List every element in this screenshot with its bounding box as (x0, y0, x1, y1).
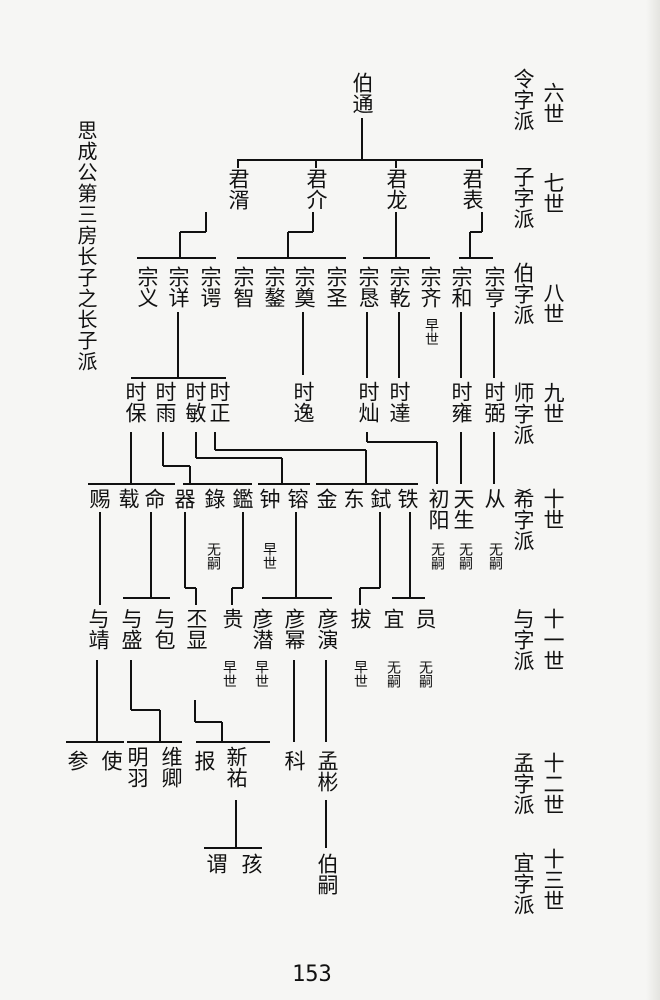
person-name: 与包 (152, 608, 176, 650)
person-name: 钟 (257, 488, 281, 509)
lineage-title: 思成公第三房长子之长子派 (74, 120, 98, 372)
person-name: 科 (282, 750, 306, 771)
person-name: 天生 (451, 488, 475, 530)
person-name: 宗智 (231, 266, 255, 308)
gen-label: 八世 (541, 282, 565, 324)
pai-label: 希字派 (511, 488, 535, 551)
gen-label: 十三世 (541, 848, 565, 911)
person-name: 宗谔 (198, 266, 222, 308)
person-name: 宗鏊 (262, 266, 286, 308)
pai-label: 孟字派 (511, 752, 535, 815)
person-name: 伯嗣 (315, 853, 339, 895)
person-name: 孟彬 (315, 750, 339, 792)
person-name: 时保 (123, 381, 147, 423)
person-name: 宗恳 (356, 266, 380, 308)
status-note: 无嗣 (487, 542, 503, 570)
status-note: 无嗣 (205, 542, 221, 570)
person-name: 新祐 (224, 746, 248, 788)
person-name: 贵 (220, 608, 244, 629)
person-name: 錄 (202, 488, 226, 509)
person-name: 东 (341, 488, 365, 509)
person-name: 伯通 (350, 72, 374, 114)
person-name: 君介 (304, 168, 328, 210)
person-name: 宗和 (449, 266, 473, 308)
person-name: 宗亨 (482, 266, 506, 308)
person-name: 宗圣 (324, 266, 348, 308)
status-note: 无嗣 (429, 542, 445, 570)
person-name: 彦潜 (250, 608, 274, 650)
person-name: 君龙 (384, 168, 408, 210)
person-name: 明羽 (125, 746, 149, 788)
person-name: 拔 (348, 608, 372, 629)
person-name: 时雨 (153, 381, 177, 423)
gen-label: 六世 (541, 82, 565, 124)
person-name: 鑑 (230, 488, 254, 509)
status-note: 无嗣 (385, 660, 401, 688)
status-note: 早世 (253, 660, 269, 688)
person-name: 时正 (207, 381, 231, 423)
status-note: 早世 (352, 660, 368, 688)
person-name: 宗齐 (418, 266, 442, 308)
person-name: 时逸 (291, 381, 315, 423)
person-name: 宜 (381, 608, 405, 629)
person-name: 铁 (395, 488, 419, 509)
person-name: 赐 (87, 488, 111, 509)
person-name: 丕显 (184, 608, 208, 650)
pai-label: 令字派 (511, 68, 535, 131)
person-name: 器 (172, 488, 196, 509)
person-name: 从 (482, 488, 506, 509)
gen-label: 九世 (541, 382, 565, 424)
person-name: 时敏 (183, 381, 207, 423)
person-name: 宗奠 (292, 266, 316, 308)
person-name: 报 (192, 750, 216, 771)
gen-label: 十二世 (541, 752, 565, 815)
page-number: 153 (292, 962, 332, 987)
person-name: 宗乾 (387, 266, 411, 308)
pai-label: 伯字派 (511, 262, 535, 325)
person-name: 时達 (387, 381, 411, 423)
page-edge-shadow (646, 0, 660, 1000)
pai-label: 师字派 (511, 382, 535, 445)
status-note: 无嗣 (417, 660, 433, 688)
person-name: 时弼 (482, 381, 506, 423)
person-name: 与靖 (86, 608, 110, 650)
person-name: 谓 (204, 853, 228, 874)
person-name: 彦幂 (282, 608, 306, 650)
gen-label: 七世 (541, 172, 565, 214)
status-note: 早世 (221, 660, 237, 688)
person-name: 孩 (239, 853, 263, 874)
person-name: 宗义 (135, 266, 159, 308)
person-name: 金 (314, 488, 338, 509)
pai-label: 宜字派 (511, 852, 535, 915)
person-name: 维卿 (159, 746, 183, 788)
person-name: 参 (65, 750, 89, 771)
person-name: 载 (116, 488, 140, 509)
person-name: 宗详 (166, 266, 190, 308)
person-name: 命 (142, 488, 166, 509)
gen-label: 十一世 (541, 608, 565, 671)
status-note: 早世 (423, 318, 439, 346)
person-name: 初阳 (426, 488, 450, 530)
person-name: 使 (99, 750, 123, 771)
gen-label: 十世 (541, 488, 565, 530)
person-name: 君表 (460, 168, 484, 210)
pai-label: 与字派 (511, 608, 535, 671)
person-name: 君湑 (226, 168, 250, 210)
person-name: 彦演 (315, 608, 339, 650)
person-name: 与盛 (119, 608, 143, 650)
person-name: 员 (413, 608, 437, 629)
person-name: 鉽 (368, 488, 392, 509)
person-name: 时雍 (449, 381, 473, 423)
status-note: 早世 (261, 542, 277, 570)
status-note: 无嗣 (457, 542, 473, 570)
person-name: 镕 (285, 488, 309, 509)
pai-label: 子字派 (511, 166, 535, 229)
person-name: 时灿 (356, 381, 380, 423)
